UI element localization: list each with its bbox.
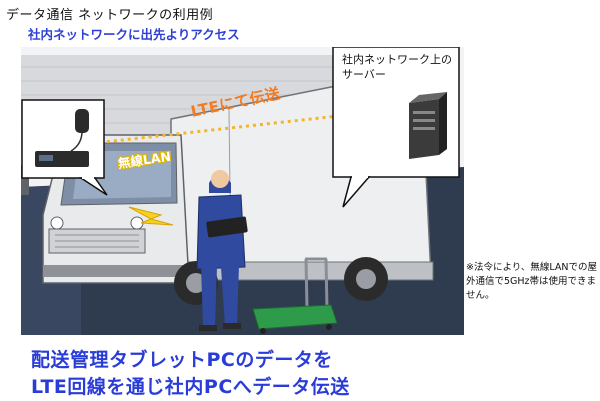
caption-line-2: LTE回線を通じ社内PCへデータ伝送 — [31, 376, 350, 398]
caption-line-1: 配送管理タブレットPCのデータを — [31, 349, 333, 371]
wireless-signal-icon — [128, 206, 174, 226]
legal-note: ※法令により、無線LANでの屋外通信で5GHz帯は使用できません。 — [466, 262, 598, 301]
server-icon — [409, 92, 447, 159]
radio-callout — [21, 99, 108, 196]
illustration — [21, 47, 464, 335]
page-subtitle: 社内ネットワークに出先よりアクセス — [28, 27, 240, 42]
microphone-icon — [75, 109, 89, 133]
delivery-worker — [196, 170, 248, 331]
hand-cart — [252, 257, 338, 334]
page-title: データ通信 ネットワークの利用例 — [6, 8, 214, 23]
server-callout — [332, 47, 460, 208]
server-label: 社内ネットワーク上のサーバー — [342, 53, 452, 81]
